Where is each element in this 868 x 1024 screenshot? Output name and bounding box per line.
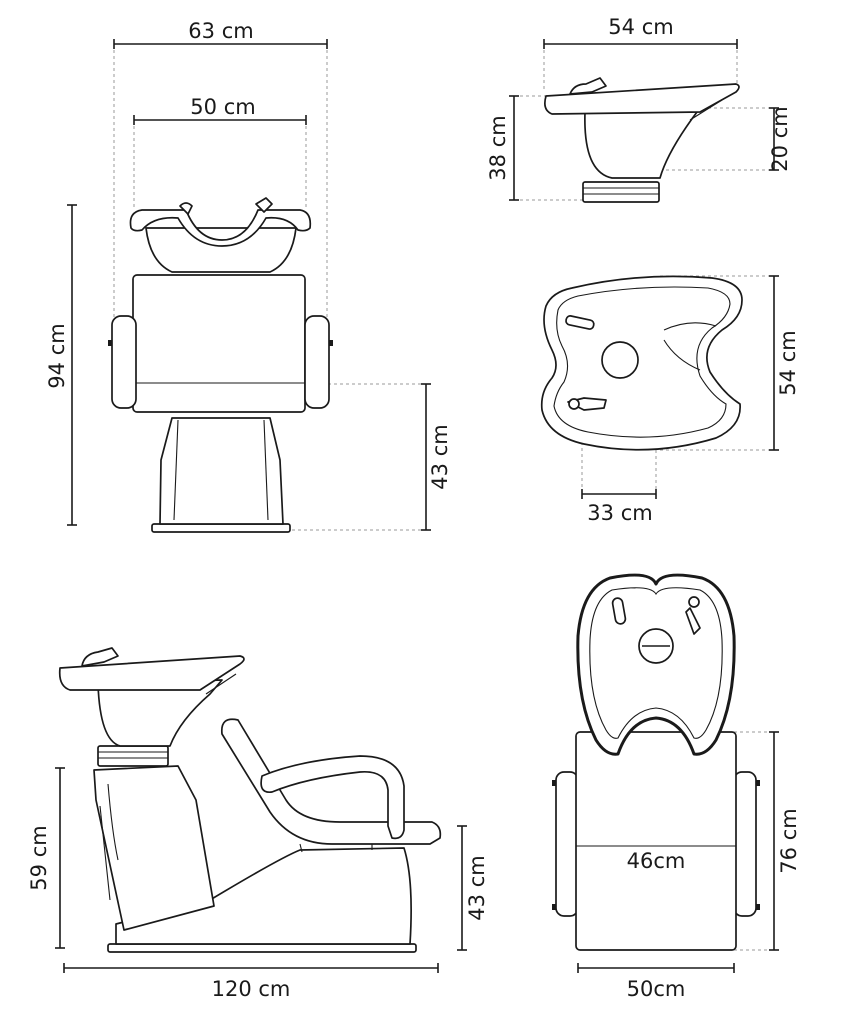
dimension-label: 33 cm xyxy=(587,501,652,525)
dimension-side-bowl-front-height: 20 cm xyxy=(768,106,792,171)
side-chair-view: 59 cm 43 cm 120 cm xyxy=(27,647,489,1001)
dimension-label: 76 cm xyxy=(777,808,801,873)
side-chair-illustration xyxy=(58,647,442,953)
dimension-front-width-total: 63 cm xyxy=(113,19,328,49)
top-chair-view: 76 cm 50cm 46cm xyxy=(552,573,801,1001)
dimension-side-bowl-width: 54 cm xyxy=(543,15,738,49)
dimension-front-height-total: 94 cm xyxy=(45,204,77,526)
top-chair-illustration: 46cm xyxy=(552,573,760,951)
dimension-side-bowl-height: 38 cm xyxy=(486,95,519,201)
dimension-side-chair-height: 59 cm xyxy=(27,767,65,949)
dimension-label: 63 cm xyxy=(188,19,253,43)
dimension-label: 20 cm xyxy=(768,106,792,171)
dimension-label: 50cm xyxy=(627,977,686,1001)
side-bowl-view: 54 cm 38 cm 20 cm xyxy=(486,15,792,203)
side-bowl-illustration xyxy=(544,77,740,203)
dimension-side-chair-length: 120 cm xyxy=(63,963,439,1001)
seat-width-label: 46cm xyxy=(627,849,686,873)
dimension-label: 54 cm xyxy=(608,15,673,39)
dimension-side-chair-seat-height: 43 cm xyxy=(457,825,489,951)
dimension-label: 43 cm xyxy=(428,424,452,489)
front-chair-illustration xyxy=(108,197,333,533)
dimension-label: 50 cm xyxy=(190,95,255,119)
dimension-label: 59 cm xyxy=(27,825,51,890)
dimension-top-chair-base-width: 50cm xyxy=(577,963,735,1001)
top-bowl-view: 54 cm 33 cm xyxy=(540,275,800,525)
front-view: 63 cm 50 cm 94 cm 43 cm xyxy=(45,19,452,533)
dimension-label: 54 cm xyxy=(776,330,800,395)
dimension-top-bowl-depth: 54 cm xyxy=(769,275,800,451)
dimension-top-bowl-width: 33 cm xyxy=(581,489,657,525)
dimension-label: 120 cm xyxy=(212,977,291,1001)
dimension-label: 38 cm xyxy=(486,115,510,180)
dimension-top-chair-height: 76 cm xyxy=(769,731,801,951)
top-bowl-illustration xyxy=(540,275,743,451)
dimension-front-seat-height: 43 cm xyxy=(421,383,452,531)
dimension-front-width-bowl: 50 cm xyxy=(133,95,307,125)
dimension-label: 43 cm xyxy=(465,855,489,920)
dimension-label: 94 cm xyxy=(45,323,69,388)
